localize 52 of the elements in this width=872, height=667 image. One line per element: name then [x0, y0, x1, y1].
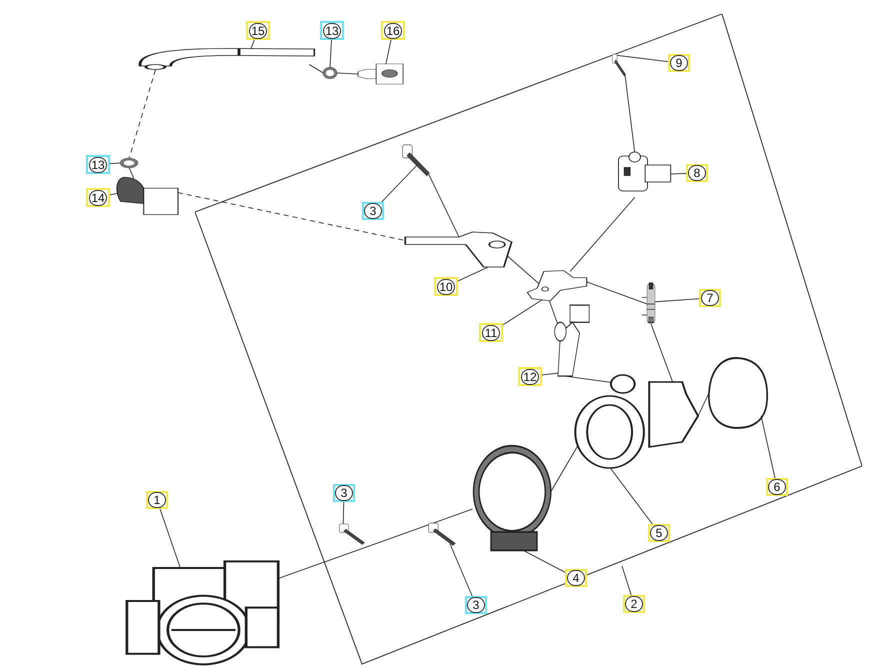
- callout-number: 16: [384, 22, 402, 38]
- callout-number: 2: [625, 596, 643, 612]
- callout-tag: [479, 323, 503, 342]
- assembly-line: [698, 392, 710, 416]
- leader-line: [385, 40, 392, 65]
- leader-line: [522, 550, 566, 573]
- leader-line: [160, 508, 181, 568]
- callout-tag: [86, 155, 110, 174]
- callout-number: 5: [650, 525, 668, 541]
- leader-line: [654, 298, 700, 302]
- leader-line: [670, 173, 686, 174]
- callout-number: 11: [482, 324, 500, 340]
- assembly-line: [570, 197, 636, 272]
- callout-number: 3: [467, 597, 485, 613]
- leader-line: [622, 566, 632, 596]
- leader-line: [250, 40, 255, 50]
- callout-number: 7: [701, 290, 719, 306]
- callout-tag: [320, 21, 344, 40]
- assembly-line: [178, 192, 406, 241]
- assembly-line: [336, 72, 359, 74]
- leader-line: [110, 162, 121, 164]
- callout-number: 12: [521, 368, 539, 384]
- callout-number: 6: [768, 479, 786, 495]
- callout-number: 15: [249, 22, 267, 38]
- callout-number: 1: [148, 492, 166, 508]
- callout-number: 14: [89, 190, 107, 206]
- callout-number: 8: [688, 165, 706, 181]
- leader-line: [330, 40, 332, 68]
- callout-tag: [518, 367, 542, 386]
- callout-number: 13: [323, 22, 341, 38]
- callout-number: 4: [567, 570, 585, 586]
- callout-tag: [86, 188, 110, 207]
- assembly-line: [128, 70, 156, 160]
- leader-line: [450, 543, 473, 596]
- leader-line: [760, 415, 776, 478]
- assembly-line: [128, 166, 134, 179]
- leader-line: [614, 54, 668, 62]
- leader-line: [502, 298, 544, 326]
- callout-tag: [246, 21, 270, 40]
- callout-number: 3: [335, 485, 353, 501]
- assembly-line: [624, 75, 636, 153]
- callout-number: 10: [437, 278, 455, 294]
- callout-tag: [381, 21, 405, 40]
- callout-number: 13: [89, 156, 107, 172]
- leader-line: [609, 466, 653, 524]
- assembly-line: [308, 64, 324, 74]
- callout-tag: [434, 277, 458, 296]
- assembly-line: [278, 508, 473, 579]
- assembly-line: [428, 174, 460, 238]
- assembly-line: [586, 282, 648, 304]
- callout-number: 3: [364, 203, 382, 219]
- callout-number: 9: [670, 55, 688, 71]
